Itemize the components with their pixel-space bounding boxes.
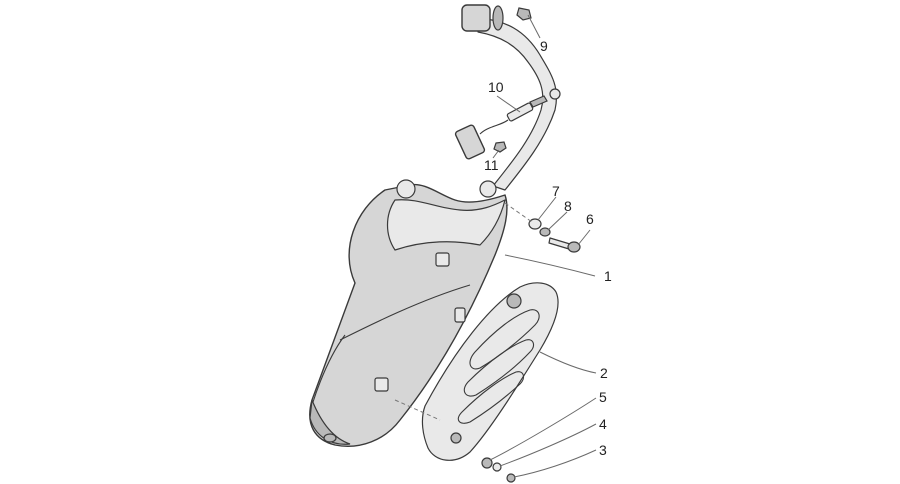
- washer-part-5: [481, 457, 493, 469]
- callout-5: 5: [599, 389, 607, 405]
- callout-3: 3: [599, 442, 607, 458]
- screw-part-3: [506, 473, 516, 483]
- callout-9: 9: [540, 38, 548, 54]
- clip-part-9: [516, 7, 532, 21]
- washer-part-4: [492, 462, 502, 472]
- callout-10: 10: [488, 79, 504, 95]
- callout-1: 1: [604, 268, 612, 284]
- callout-8: 8: [564, 198, 572, 214]
- callout-6: 6: [586, 211, 594, 227]
- bolt-part-6: [548, 237, 581, 253]
- exhaust-pipe: [461, 4, 561, 191]
- washer-part-7: [528, 218, 542, 230]
- callout-2: 2: [600, 365, 608, 381]
- lambda-sensor-part-10: [454, 95, 548, 160]
- heat-shield-part-2: [421, 282, 559, 461]
- muffler-body-part-1: [309, 179, 508, 447]
- callout-11: 11: [484, 157, 499, 173]
- clip-part-11: [493, 141, 507, 153]
- callout-7: 7: [552, 183, 560, 199]
- callout-4: 4: [599, 416, 607, 432]
- washer-part-8: [539, 227, 551, 237]
